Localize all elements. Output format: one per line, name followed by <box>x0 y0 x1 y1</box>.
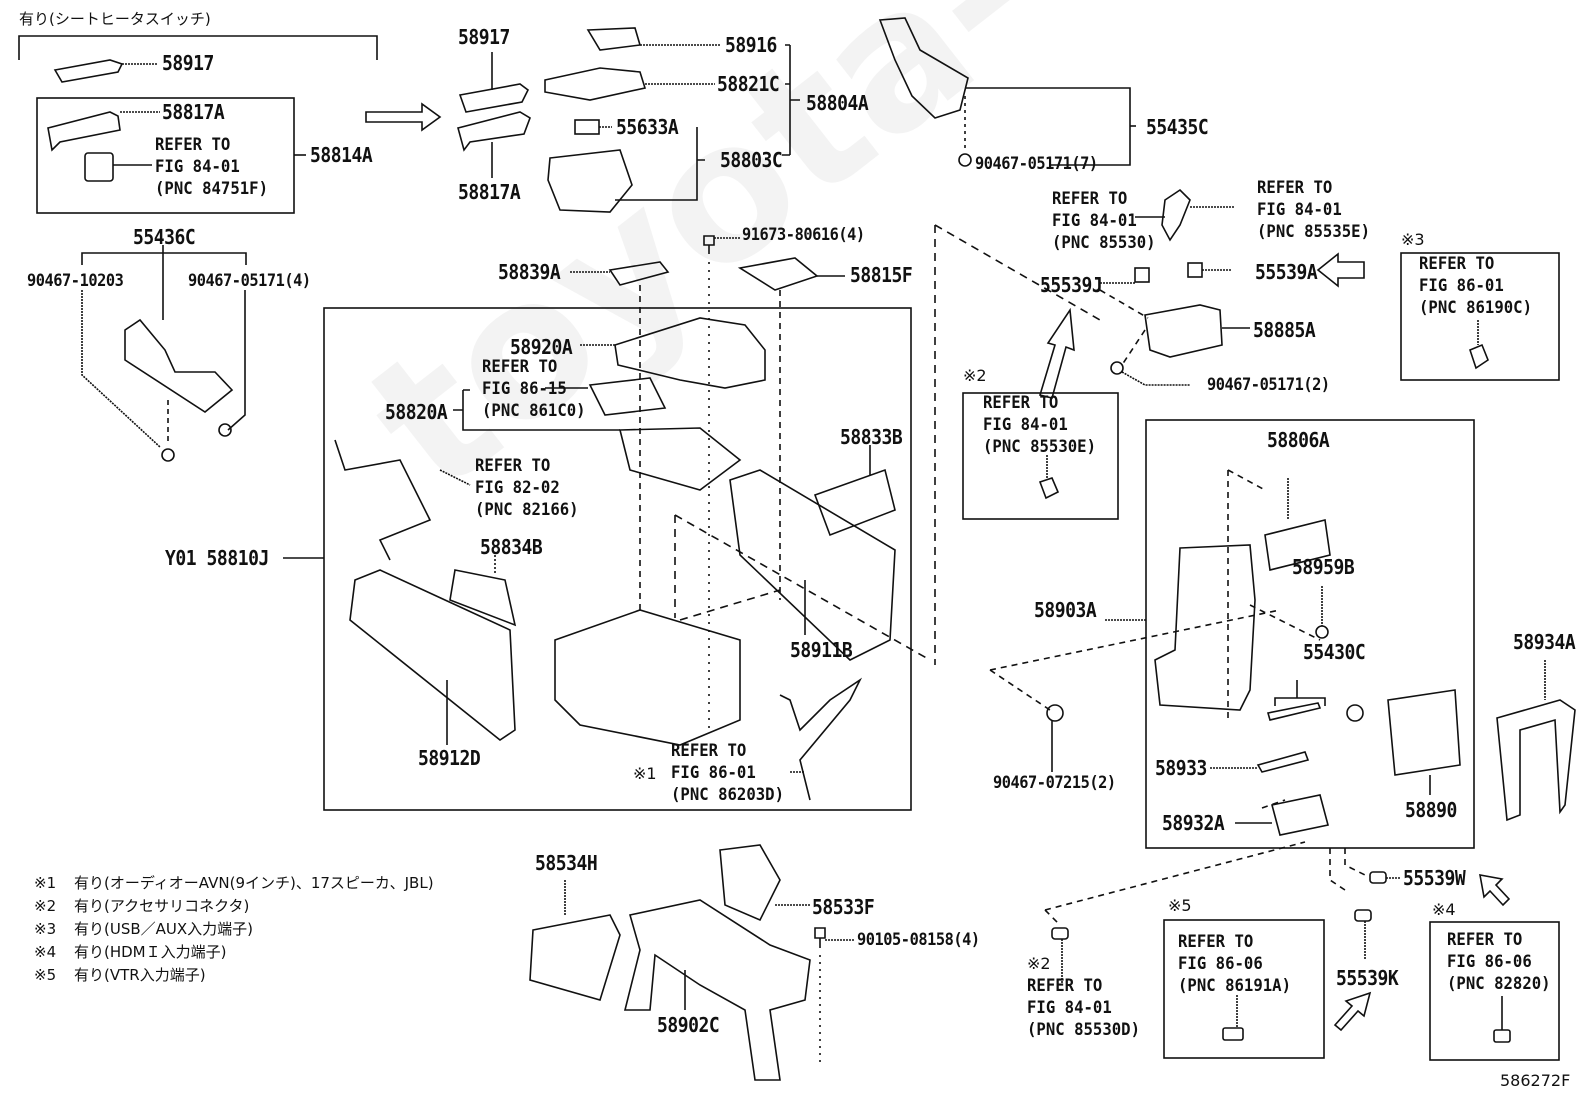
part-label-58803C[interactable]: 58803C <box>720 148 783 172</box>
box-ref-86190C <box>1400 252 1560 381</box>
part-58534H-shape <box>529 914 621 1001</box>
legend-mark: ※5 <box>34 966 57 984</box>
part-label-58932A[interactable]: 58932A <box>1162 811 1225 835</box>
part-label-58804A[interactable]: 58804A <box>806 91 869 115</box>
ref-pnc-86190C[interactable]: REFER TO FIG 86-01 (PNC 86190C) <box>1419 254 1533 318</box>
legend-row: ※1 有り(オーディオーAVN(9インチ)、17スピーカ、JBL) <box>34 872 434 895</box>
box-58903A-group <box>1145 419 1475 849</box>
part-58817A-left-shape <box>47 111 121 152</box>
ref-pnc-85530[interactable]: REFER TO FIG 84-01 (PNC 85530) <box>1052 189 1156 253</box>
box-ref-85530E <box>962 392 1119 520</box>
part-55435C-shape <box>878 17 969 119</box>
ref-pnc-86191A[interactable]: REFER TO FIG 86-06 (PNC 86191A) <box>1178 932 1292 996</box>
part-label-55435C[interactable]: 55435C <box>1146 115 1209 139</box>
part-label-58810J[interactable]: Y01 58810J <box>165 546 269 570</box>
part-label-58917-assembly[interactable]: 58917 <box>458 25 510 49</box>
legend-text: 有り(USB／AUX入力端子) <box>74 920 254 938</box>
part-label-90467-07215-2[interactable]: 90467-07215(2) <box>993 773 1116 793</box>
part-label-58933[interactable]: 58933 <box>1155 756 1207 780</box>
legend-mark: ※2 <box>34 897 57 915</box>
ref-pnc-86203D[interactable]: REFER TO FIG 86-01 (PNC 86203D) <box>671 741 785 805</box>
part-label-58834B[interactable]: 58834B <box>480 535 543 559</box>
part-label-58815F[interactable]: 58815F <box>850 263 913 287</box>
part-label-58890[interactable]: 58890 <box>1405 798 1457 822</box>
ref-pnc-82166[interactable]: REFER TO FIG 82-02 (PNC 82166) <box>475 456 579 520</box>
note-mark-5: ※5 <box>1168 896 1192 915</box>
header-bracket <box>18 35 378 60</box>
header-note: 有り(シートヒータスイッチ) <box>19 10 211 28</box>
box-58810J <box>323 307 912 811</box>
part-label-90467-05171-4[interactable]: 90467-05171(4) <box>188 271 311 291</box>
part-label-58806A[interactable]: 58806A <box>1267 428 1330 452</box>
legend-mark: ※4 <box>34 943 57 961</box>
legend-text: 有り(アクセサリコネクタ) <box>74 897 250 915</box>
part-label-58534H[interactable]: 58534H <box>535 851 598 875</box>
legend-row: ※3 有り(USB／AUX入力端子) <box>34 918 434 941</box>
legend-mark: ※1 <box>34 874 57 892</box>
ref-pnc-85535E[interactable]: REFER TO FIG 84-01 (PNC 85535E) <box>1257 178 1371 242</box>
ref-pnc-85530D[interactable]: REFER TO FIG 84-01 (PNC 85530D) <box>1027 976 1141 1040</box>
part-label-58814A[interactable]: 58814A <box>310 143 373 167</box>
figure-id: 586272F <box>1500 1071 1571 1090</box>
ref-pnc-85530E[interactable]: REFER TO FIG 84-01 (PNC 85530E) <box>983 393 1097 457</box>
part-label-90467-05171-2[interactable]: 90467-05171(2) <box>1207 375 1330 395</box>
part-label-58920A[interactable]: 58920A <box>510 335 573 359</box>
part-58902C-shape <box>623 899 811 1081</box>
part-label-58934A[interactable]: 58934A <box>1513 630 1576 654</box>
part-label-55633A[interactable]: 55633A <box>616 115 679 139</box>
legend-text: 有り(オーディオーAVN(9インチ)、17スピーカ、JBL) <box>74 874 434 892</box>
legend-mark: ※3 <box>34 920 57 938</box>
part-55436C-shape <box>124 318 234 413</box>
note-mark-2-lower: ※2 <box>1027 954 1051 973</box>
part-label-58903A[interactable]: 58903A <box>1034 598 1097 622</box>
part-58533F-shape <box>719 844 781 922</box>
ref-pnc-82820[interactable]: REFER TO FIG 86-06 (PNC 82820) <box>1447 930 1551 994</box>
part-label-58902C[interactable]: 58902C <box>657 1013 720 1037</box>
part-label-58959B[interactable]: 58959B <box>1292 555 1355 579</box>
part-label-58821C[interactable]: 58821C <box>717 72 780 96</box>
part-label-55539A[interactable]: 55539A <box>1255 260 1318 284</box>
legend-row: ※2 有り(アクセサリコネクタ) <box>34 895 434 918</box>
part-label-58833B[interactable]: 58833B <box>840 425 903 449</box>
box-ref-86191A <box>1163 919 1325 1059</box>
note-mark-2-upper: ※2 <box>963 366 987 385</box>
note-mark-3: ※3 <box>1401 230 1425 249</box>
part-label-90467-05171-7[interactable]: 90467-05171(7) <box>975 154 1098 174</box>
footnote-legend: ※1 有り(オーディオーAVN(9インチ)、17スピーカ、JBL) ※2 有り(アク… <box>34 872 434 987</box>
part-label-58817A-assembly[interactable]: 58817A <box>458 180 521 204</box>
part-58917-left-shape <box>53 59 124 83</box>
part-switch-shape <box>84 152 114 182</box>
part-label-55539J[interactable]: 55539J <box>1040 273 1103 297</box>
ref-pnc-861C0[interactable]: REFER TO FIG 86-15 (PNC 861C0) <box>482 357 586 421</box>
part-label-58820A[interactable]: 58820A <box>385 400 448 424</box>
part-label-58817A[interactable]: 58817A <box>162 100 225 124</box>
ref-pnc-84751F[interactable]: REFER TO FIG 84-01 (PNC 84751F) <box>155 135 269 199</box>
part-label-91673-80616-4[interactable]: 91673-80616(4) <box>742 225 865 245</box>
part-label-90467-10203[interactable]: 90467-10203 <box>27 271 124 291</box>
box-ref-82820 <box>1429 921 1560 1061</box>
part-label-55436C[interactable]: 55436C <box>133 225 196 249</box>
part-label-58917[interactable]: 58917 <box>162 51 214 75</box>
arrow-right-shape <box>365 102 442 132</box>
part-label-58885A[interactable]: 58885A <box>1253 318 1316 342</box>
legend-text: 有り(VTR入力端子) <box>74 966 206 984</box>
part-label-55430C[interactable]: 55430C <box>1303 640 1366 664</box>
legend-row: ※5 有り(VTR入力端子) <box>34 964 434 987</box>
part-label-58916[interactable]: 58916 <box>725 33 777 57</box>
part-label-58533F[interactable]: 58533F <box>812 895 875 919</box>
part-label-90105-08158-4[interactable]: 90105-08158(4) <box>857 930 980 950</box>
part-label-58839A[interactable]: 58839A <box>498 260 561 284</box>
legend-row: ※4 有り(HDMＩ入力端子) <box>34 941 434 964</box>
legend-text: 有り(HDMＩ入力端子) <box>74 943 227 961</box>
part-label-58912D[interactable]: 58912D <box>418 746 481 770</box>
part-label-58911B[interactable]: 58911B <box>790 638 853 662</box>
note-mark-1: ※1 <box>633 764 657 783</box>
part-label-55539K[interactable]: 55539K <box>1336 966 1399 990</box>
note-mark-4: ※4 <box>1432 900 1456 919</box>
part-label-55539W[interactable]: 55539W <box>1403 866 1466 890</box>
